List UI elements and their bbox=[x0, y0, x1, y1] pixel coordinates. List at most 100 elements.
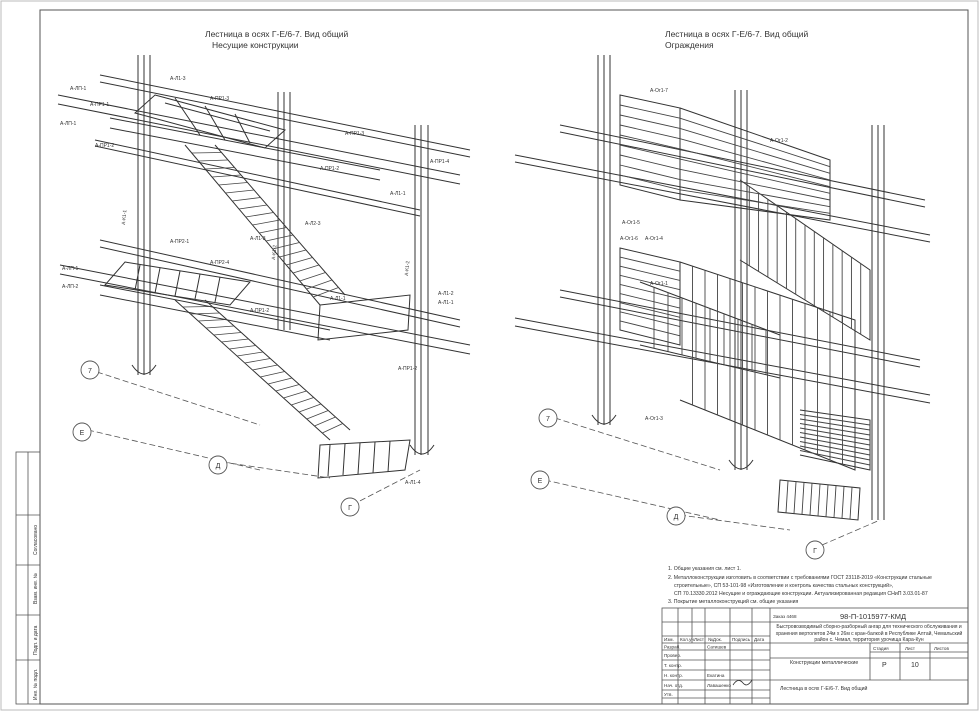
label: А-ПР2-1 bbox=[170, 239, 189, 245]
stair-tread bbox=[236, 351, 264, 357]
left-middle-landing bbox=[104, 261, 411, 341]
railing-bar bbox=[619, 154, 681, 170]
note-line: 3. Покрытие металлоконструкций см. общие… bbox=[668, 598, 799, 605]
stair-tread bbox=[191, 152, 222, 154]
stair-tread bbox=[198, 319, 227, 322]
left-axis-lines bbox=[87, 371, 421, 506]
railing-bar bbox=[799, 436, 871, 451]
railing-bar bbox=[799, 423, 871, 436]
axis-bubble-7 bbox=[80, 360, 100, 380]
axis-bubble-e bbox=[72, 422, 92, 442]
axis-label: Г bbox=[348, 505, 352, 512]
side-stamp-label: Инв. № подл. bbox=[33, 669, 39, 700]
railing-bar bbox=[799, 414, 871, 426]
label: А-Ог1-3 bbox=[645, 416, 663, 422]
label: А-Л1-4 bbox=[405, 480, 421, 486]
signature bbox=[732, 679, 753, 686]
railing-bar bbox=[679, 179, 831, 208]
doc-code: 98-П-1015977-КМД bbox=[840, 612, 906, 621]
axis-bubble-7 bbox=[538, 408, 558, 428]
axis-bubble-g bbox=[805, 540, 825, 560]
stair-tread bbox=[306, 279, 333, 290]
label: А-ПР1-1 bbox=[90, 102, 109, 108]
railing-bar bbox=[619, 311, 681, 327]
stage-header: Стадия bbox=[873, 646, 889, 651]
stair-tread bbox=[283, 390, 307, 399]
railing-bar bbox=[679, 117, 831, 168]
note-line: 2. Металлоконструкции изготовить в соотв… bbox=[668, 575, 932, 581]
stair-tread bbox=[190, 312, 220, 315]
role-name: Сатишев bbox=[707, 645, 727, 650]
label: А-ЛП-1 bbox=[70, 86, 87, 92]
role-label: Нач. отд. bbox=[664, 683, 683, 688]
right-columns bbox=[591, 55, 885, 520]
role-name: Екатина bbox=[707, 673, 725, 678]
label: А-ПР1-2 bbox=[320, 166, 339, 172]
label: А-К1-1 bbox=[121, 209, 128, 225]
label: А-ЛП-1 bbox=[60, 121, 77, 127]
sheets-header: Листов bbox=[934, 646, 949, 651]
left-middle-beams bbox=[59, 239, 471, 355]
stair-tread bbox=[221, 338, 249, 343]
axis-bubble-e bbox=[530, 470, 550, 490]
right-beams bbox=[514, 124, 931, 404]
label: А-Ог1-1 bbox=[650, 281, 668, 287]
col-header: Изм. bbox=[664, 637, 674, 642]
axis-bubble-d bbox=[208, 455, 228, 475]
railing-bar bbox=[619, 164, 681, 180]
railing-bar bbox=[619, 144, 681, 160]
railing-bar bbox=[619, 293, 681, 309]
side-stamp-label: Согласовано bbox=[33, 525, 39, 555]
stair-tread bbox=[299, 272, 326, 282]
railing-bar bbox=[679, 158, 831, 194]
railing-bar bbox=[619, 320, 681, 337]
col-header: Кол.уч bbox=[680, 637, 694, 642]
railing-bar bbox=[619, 134, 681, 150]
stair-tread bbox=[252, 219, 281, 226]
right-railing-bars bbox=[619, 104, 871, 520]
railing-bar bbox=[679, 148, 831, 188]
side-stamp-label: Подп. и дата bbox=[33, 625, 39, 655]
role-label: Провер. bbox=[664, 653, 681, 658]
label: А-Л1-1 bbox=[438, 300, 454, 306]
railing-bar bbox=[799, 418, 871, 431]
stair-tread bbox=[313, 287, 339, 298]
stair-tread bbox=[306, 410, 329, 420]
label: А-Ог1-5 bbox=[622, 220, 640, 226]
stair-tread bbox=[252, 364, 278, 371]
note-line: строительные», СП 53-101-98 «Изготовлени… bbox=[674, 582, 893, 589]
railing-bar bbox=[679, 168, 831, 201]
label: А-Ог1-2 bbox=[770, 138, 788, 144]
label: А-ПР1-2 bbox=[95, 143, 114, 149]
right-view-title: Лестница в осях Г-Е/6-7. Вид общий bbox=[665, 29, 808, 39]
stair-tread bbox=[182, 306, 213, 308]
stair-tread bbox=[279, 249, 307, 258]
left-upper-landing bbox=[133, 94, 287, 149]
axis-label: Е bbox=[80, 430, 85, 437]
axis-bubble-g bbox=[340, 497, 360, 517]
railing-bar bbox=[799, 441, 871, 456]
label: А-Л1-3 bbox=[250, 236, 266, 242]
role-name: Лавашенко bbox=[707, 683, 731, 688]
railing-bar bbox=[619, 284, 681, 300]
railing-bar bbox=[799, 427, 871, 441]
label: А-К1-2 bbox=[404, 260, 411, 276]
railing-bar bbox=[799, 450, 871, 466]
railing-bar bbox=[619, 124, 681, 140]
col-header: Подпись bbox=[732, 637, 751, 642]
note-line: СП 70.13330.2012 Несущие и ограждающие к… bbox=[674, 591, 928, 597]
label: А-Ог1-4 bbox=[645, 236, 663, 242]
landing-grating bbox=[849, 487, 853, 520]
role-label: Разраб. bbox=[664, 645, 681, 650]
stair-tread bbox=[213, 332, 242, 336]
stair-tread bbox=[260, 371, 285, 378]
stair-tread bbox=[272, 242, 300, 250]
project-title-box: Быстровозводимый сборно-разборный ангар … bbox=[776, 624, 963, 643]
stage-value: Р bbox=[882, 662, 887, 669]
railing-bar bbox=[619, 104, 681, 119]
inner-frame bbox=[39, 9, 969, 705]
railing-bar bbox=[799, 432, 871, 446]
stair-tread bbox=[267, 377, 293, 385]
